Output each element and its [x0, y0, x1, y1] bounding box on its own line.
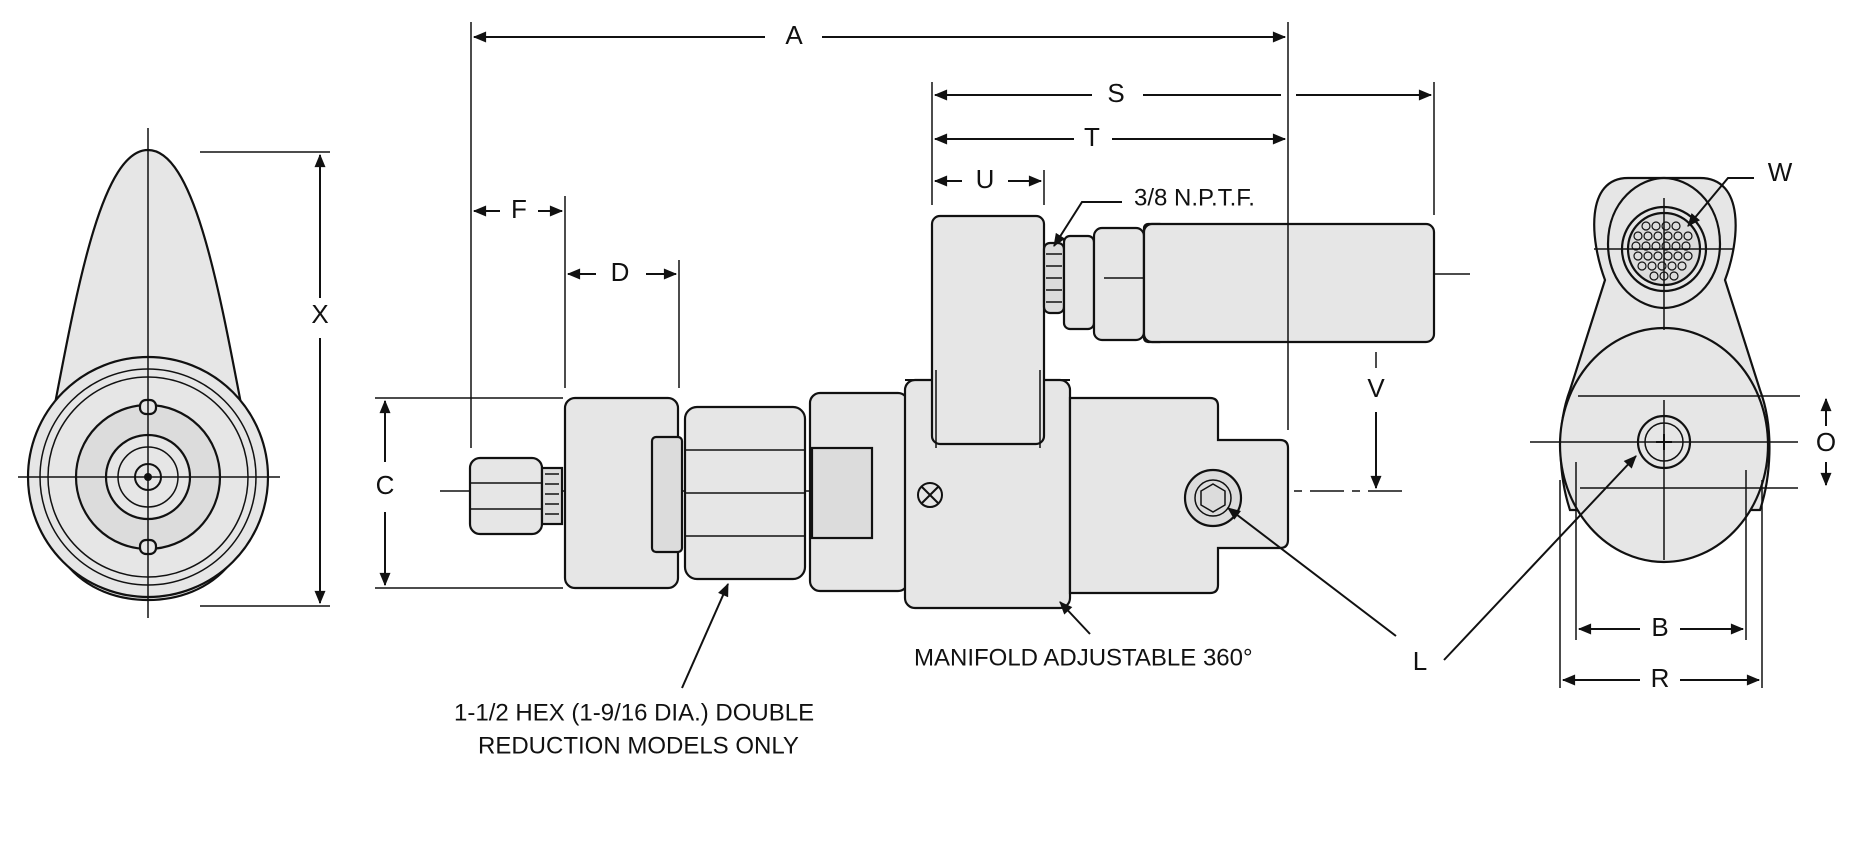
dim-s-label: S [1107, 78, 1124, 108]
right-end-view: W O B R [1443, 157, 1836, 693]
dim-w-label: W [1768, 157, 1793, 187]
dim-o-label: O [1816, 427, 1836, 457]
hex-note-line2: REDUCTION MODELS ONLY [478, 732, 799, 759]
dim-b-label: B [1651, 612, 1668, 642]
dim-d-label: D [611, 257, 630, 287]
screen-mesh [1631, 221, 1693, 281]
port-note: 3/8 N.P.T.F. [1134, 184, 1255, 211]
dim-u-label: U [976, 164, 995, 194]
dim-v-label: V [1367, 373, 1385, 403]
left-end-view: X [18, 128, 330, 618]
dim-r-label: R [1651, 663, 1670, 693]
dim-l-label: L [1413, 646, 1427, 676]
dim-t-label: T [1084, 122, 1100, 152]
dim-c-label: C [376, 470, 395, 500]
manifold-note: MANIFOLD ADJUSTABLE 360° [914, 644, 1253, 671]
dim-x-label: X [311, 299, 328, 329]
hex-note-line1: 1-1/2 HEX (1-9/16 DIA.) DOUBLE [454, 699, 814, 726]
dim-a-label: A [785, 20, 803, 50]
dim-f-label: F [511, 194, 527, 224]
main-side-view: A S T U F D C V [375, 20, 1470, 759]
